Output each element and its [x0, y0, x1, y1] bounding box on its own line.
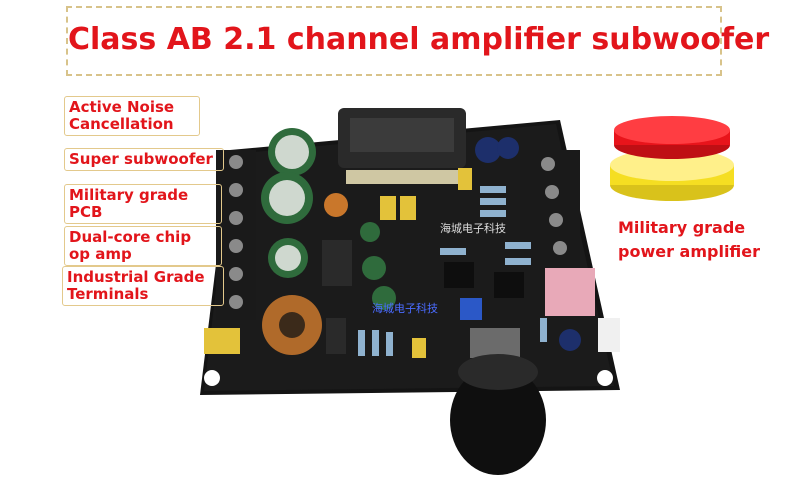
svg-text:海城电子科技: 海城电子科技	[372, 301, 438, 315]
capacitor	[475, 137, 501, 163]
capacitor	[324, 193, 348, 217]
volume-knob	[450, 365, 546, 475]
label-text: Military grade PCB	[69, 186, 189, 221]
label-industrial-terminals: Industrial Grade Terminals	[62, 266, 224, 306]
board-silkscreen: 海城电子科技	[440, 221, 506, 235]
label-text: Military grade power amplifier	[618, 218, 761, 261]
label-dual-core-op-amp: Dual-core chip op amp	[64, 226, 222, 266]
capacitor	[497, 137, 519, 159]
op-amp-chip	[444, 262, 474, 288]
op-amp-chip	[494, 272, 524, 298]
audio-jack	[545, 268, 595, 316]
label-military-grade-pcb: Military grade PCB	[64, 184, 222, 224]
capacitor	[372, 286, 396, 310]
label-text: Industrial Grade Terminals	[67, 268, 205, 303]
trimmer	[460, 298, 482, 320]
page-title: Class AB 2.1 channel amplifier subwoofer	[68, 22, 770, 57]
capacitor	[559, 329, 581, 351]
label-text: Active Noise Cancellation	[69, 98, 175, 133]
label-military-grade-power-amplifier: Military grade power amplifier	[614, 214, 792, 266]
capacitor	[360, 222, 380, 242]
label-active-noise-cancellation: Active Noise Cancellation	[64, 96, 200, 136]
label-text: Dual-core chip op amp	[69, 228, 192, 263]
capacitor	[362, 256, 386, 280]
label-text: Super subwoofer	[69, 150, 213, 168]
terminal-blocks-left	[216, 150, 256, 320]
terminal-blocks-right	[520, 150, 580, 260]
power-discs	[610, 116, 734, 201]
label-super-subwoofer: Super subwoofer	[64, 148, 224, 171]
title-box: Class AB 2.1 channel amplifier subwoofer	[66, 6, 770, 76]
